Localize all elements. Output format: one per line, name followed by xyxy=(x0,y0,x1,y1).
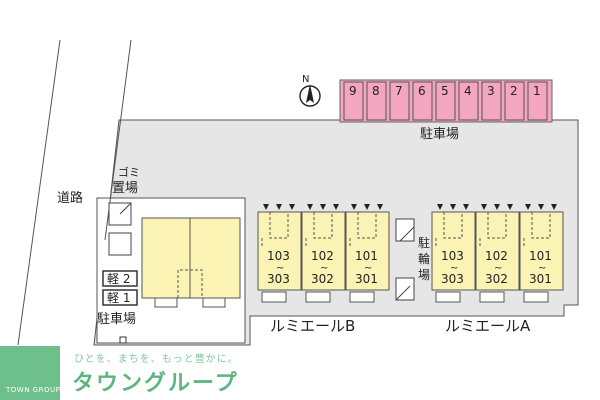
entrance-arrow-icon xyxy=(377,204,383,210)
parking-space-number: 9 xyxy=(349,84,357,98)
parking-space-number: 7 xyxy=(395,84,403,98)
parking-space xyxy=(389,81,410,121)
bicycle-parking: 駐 輪 場 xyxy=(395,218,430,301)
unit-range-tilde: ~ xyxy=(364,263,372,274)
parking-space-number: 1 xyxy=(533,84,541,98)
balcony xyxy=(479,291,505,303)
parking-top-label: 駐車場 xyxy=(420,127,459,142)
compass-label: N xyxy=(302,74,309,85)
entrance-arrow-icon xyxy=(450,204,456,210)
unit-number: 101 xyxy=(355,249,378,263)
unit-range-tilde: ~ xyxy=(276,263,284,274)
entrance-arrow-icon xyxy=(507,204,513,210)
building-b-name: ルミエールB xyxy=(270,317,355,335)
unit-block xyxy=(431,211,476,291)
unit-range-tilde: ~ xyxy=(538,263,546,274)
bicycle-label-3: 場 xyxy=(418,268,430,282)
unit-block xyxy=(475,211,520,291)
entrance-arrow-icon xyxy=(538,204,544,210)
brand-name: タウングループ xyxy=(72,371,239,396)
kei-space-2: 軽 2 xyxy=(107,272,130,286)
parking-space xyxy=(343,81,364,121)
unit-range-tilde: ~ xyxy=(450,263,458,274)
balcony xyxy=(349,291,375,303)
utility-box xyxy=(108,232,132,256)
parking-space-number: 3 xyxy=(487,84,495,98)
unit-number: 303 xyxy=(441,272,464,286)
unit-range-tilde: ~ xyxy=(494,263,502,274)
unit-number: 302 xyxy=(485,272,508,286)
unit-number: 101 xyxy=(529,249,552,263)
balcony xyxy=(261,291,287,303)
kei-parking: 軽 2 軽 1 駐車場 xyxy=(97,270,138,327)
parking-space-number: 6 xyxy=(418,84,426,98)
brand-logo xyxy=(0,346,60,400)
entrance-arrow-icon xyxy=(307,204,313,210)
parking-space xyxy=(435,81,456,121)
road-edge-left xyxy=(17,39,61,346)
unit-number: 301 xyxy=(529,272,552,286)
house xyxy=(141,217,241,308)
garbage-label-1: ゴミ xyxy=(118,165,140,179)
entrance-arrow-icon xyxy=(320,204,326,210)
unit-number: 103 xyxy=(441,249,464,263)
entrance-arrow-icon xyxy=(276,204,282,210)
parking-space xyxy=(412,81,433,121)
unit-number: 303 xyxy=(267,272,290,286)
brand-logo-text: TOWN GROUP xyxy=(6,386,61,394)
parking-space xyxy=(366,81,387,121)
entrance-arrow-icon xyxy=(437,204,443,210)
unit-block xyxy=(257,211,302,291)
balcony xyxy=(523,291,549,303)
entrance-arrow-icon xyxy=(551,204,557,210)
parking-space-number: 8 xyxy=(372,84,380,98)
parking-space xyxy=(504,81,525,121)
unit-range-tilde: ~ xyxy=(320,263,328,274)
garbage-label-2: 置場 xyxy=(112,181,138,196)
unit-number: 102 xyxy=(311,249,334,263)
entrance-arrow-icon xyxy=(333,204,339,210)
entrance-arrow-icon xyxy=(364,204,370,210)
entrance-arrow-icon xyxy=(263,204,269,210)
balcony xyxy=(435,291,461,303)
parking-space xyxy=(458,81,479,121)
entrance-arrow-icon xyxy=(351,204,357,210)
kei-space-1: 軽 1 xyxy=(107,291,130,305)
unit-block xyxy=(519,211,564,291)
parking-top: 9 8 7 6 5 4 3 2 1 駐車場 xyxy=(339,79,553,142)
road-label: 道路 xyxy=(57,190,83,206)
entrance-arrow-icon xyxy=(463,204,469,210)
parking-space xyxy=(527,81,548,121)
unit-number: 301 xyxy=(355,272,378,286)
balcony xyxy=(305,291,331,303)
entrance-arrow-icon xyxy=(481,204,487,210)
entrance-arrow-icon xyxy=(494,204,500,210)
unit-block xyxy=(345,211,390,291)
unit-number: 102 xyxy=(485,249,508,263)
brand-tagline: ひとを、まちを、もっと豊かに。 xyxy=(74,354,239,365)
unit-number: 103 xyxy=(267,249,290,263)
unit-block xyxy=(301,211,346,291)
parking-space xyxy=(481,81,502,121)
parking-space-number: 4 xyxy=(464,84,472,98)
entrance-arrow-icon xyxy=(289,204,295,210)
bicycle-label-2: 輪 xyxy=(418,251,430,266)
parking-space-number: 5 xyxy=(441,84,449,98)
kei-parking-label: 駐車場 xyxy=(97,312,136,327)
compass-icon: N xyxy=(299,74,321,107)
bicycle-label-1: 駐 xyxy=(418,235,430,250)
meter-icon xyxy=(119,336,127,344)
entrance-arrow-icon xyxy=(525,204,531,210)
building-a-name: ルミエールA xyxy=(445,317,531,335)
unit-number: 302 xyxy=(311,272,334,286)
parking-space-number: 2 xyxy=(510,84,518,98)
